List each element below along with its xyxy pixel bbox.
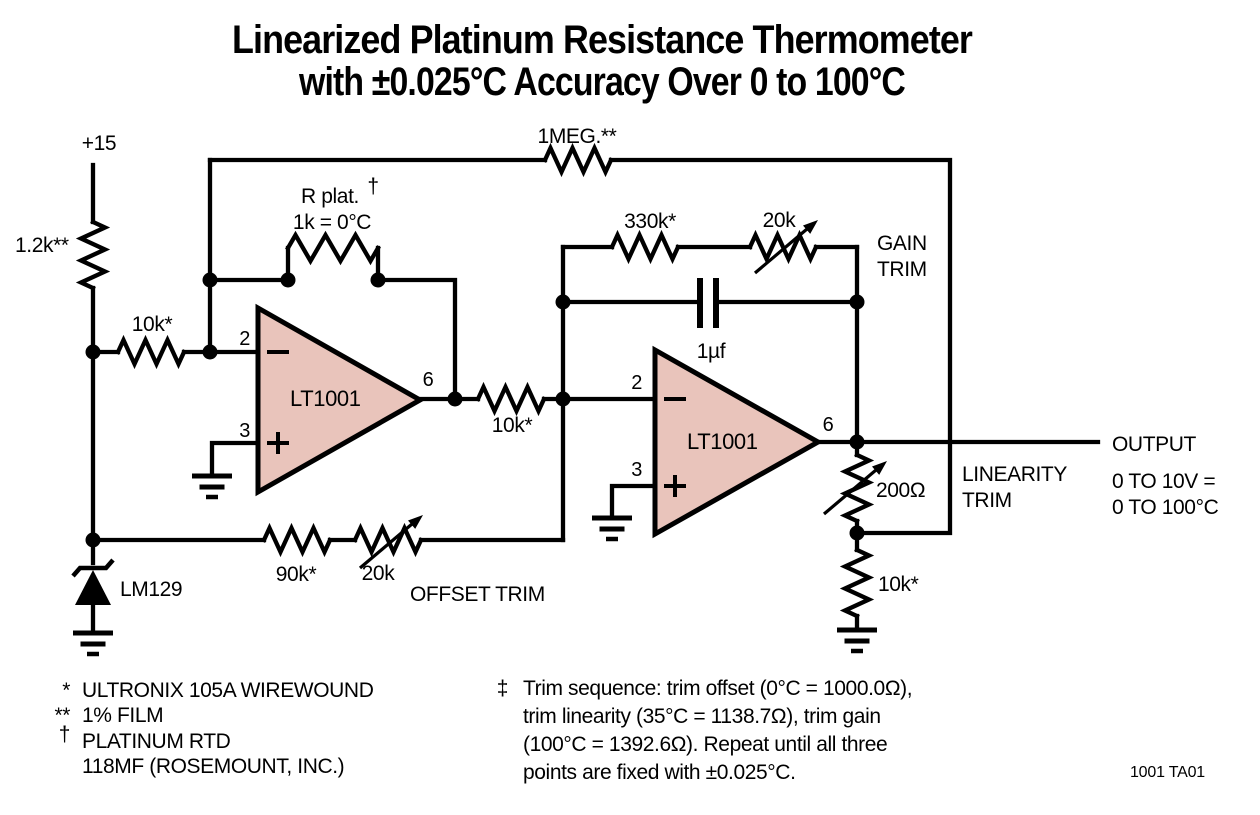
resistor-1meg — [545, 148, 611, 172]
rtd-name-label: R plat. — [301, 185, 359, 208]
note-marker: * — [62, 679, 70, 702]
opamp-a2-signs — [664, 397, 686, 497]
ground-a1-icon — [192, 476, 232, 497]
ground-a2-icon — [592, 518, 632, 539]
junction-dots — [85, 272, 865, 548]
wire-net — [90, 157, 1101, 633]
rtd-dagger-label: † — [367, 175, 378, 198]
title-line2: with ±0.025°C Accuracy Over 0 to 100°C — [298, 60, 905, 104]
trim-note-marker: ‡ — [497, 677, 508, 700]
offset-trim-label: OFFSET TRIM — [410, 583, 545, 606]
top-1meg-wire — [207, 157, 953, 536]
trim-note-line4: points are fixed with ±0.025°C. — [523, 761, 796, 784]
note-text: 118MF (ROSEMOUNT, INC.) — [82, 755, 344, 778]
a2-pin3: 3 — [631, 459, 642, 481]
output-range-label-2: 0 TO 100°C — [1112, 496, 1219, 519]
trim-note-line3: (100°C = 1392.6Ω). Repeat until all thre… — [523, 733, 887, 756]
r-input-label: 10k* — [132, 313, 173, 336]
note-text: 1% FILM — [82, 704, 163, 727]
note-text: PLATINUM RTD — [82, 730, 231, 753]
opamp-a2-triangle — [652, 345, 824, 539]
r-divider-label: 10k* — [878, 573, 919, 596]
ground-zener-icon — [73, 633, 113, 654]
a1-pin2: 2 — [239, 328, 250, 350]
doc-id: 1001 TA01 — [1130, 764, 1205, 781]
notes-left: * ULTRONIX 105A WIREWOUND ** 1% FILM † P… — [54, 679, 374, 778]
resistor-330k — [612, 235, 678, 259]
pot-gain-label: 20k — [763, 209, 797, 232]
cap-label: 1µf — [697, 340, 726, 363]
resistor-10k-interstage — [478, 387, 544, 411]
rtd-platinum-resistor — [288, 235, 378, 261]
rtd-value-label: 1k = 0°C — [293, 211, 371, 234]
output-label: OUTPUT — [1112, 433, 1197, 456]
pot-20k-offset — [355, 528, 421, 552]
opamp-a1-triangle — [255, 303, 426, 497]
trim-note-line2: trim linearity (35°C = 1138.7Ω), trim ga… — [523, 705, 881, 728]
resistor-90k-offset — [264, 528, 330, 552]
capacitor-1uf — [697, 278, 719, 328]
a1-pin3: 3 — [239, 420, 250, 442]
pot-linearity-label: 200Ω — [876, 479, 925, 502]
a2-label: LT1001 — [687, 429, 758, 454]
resistor-10k-input — [118, 340, 184, 364]
r-interstage-label: 10k* — [492, 414, 533, 437]
supply-label: +15 — [82, 132, 116, 155]
note-text: ULTRONIX 105A WIREWOUND — [82, 679, 374, 702]
zener-label: LM129 — [120, 578, 182, 601]
title-line1: Linearized Platinum Resistance Thermomet… — [232, 18, 972, 62]
rtd-branch-wire — [207, 245, 458, 402]
ground-divider-icon — [837, 630, 877, 651]
notes-right: ‡ Trim sequence: trim offset (0°C = 1000… — [497, 677, 913, 784]
r-offset-label: 90k* — [276, 563, 317, 586]
note-marker: ** — [54, 704, 70, 727]
linearity-trim-label-2: TRIM — [962, 489, 1012, 512]
r-bias-label: 1.2k** — [15, 234, 69, 257]
note-marker: † — [59, 723, 70, 746]
resistor-10k-divider — [845, 550, 869, 616]
zener-lm129-icon — [73, 560, 113, 605]
a1-label: LT1001 — [290, 386, 361, 411]
trim-note-line1: Trim sequence: trim offset (0°C = 1000.0… — [523, 677, 912, 700]
gain-trim-label-1: GAIN — [877, 232, 927, 255]
opamp-a1-signs — [267, 350, 289, 454]
offset-pot-arrow-icon — [358, 513, 425, 570]
r-330k-label: 330k* — [624, 210, 676, 233]
a1-gnd-stub-wire — [209, 440, 261, 476]
resistor-1-2k — [81, 222, 105, 288]
a2-pin2: 2 — [631, 372, 642, 394]
r-1meg-label: 1MEG.** — [538, 125, 617, 148]
a2-gnd-stub-wire — [609, 483, 658, 518]
linearity-trim-label-1: LINEARITY — [962, 463, 1067, 486]
pot-20k-gain — [750, 235, 816, 259]
output-range-label-1: 0 TO 10V = — [1112, 470, 1215, 493]
a1-pin6: 6 — [423, 369, 434, 391]
a2-pin6: 6 — [823, 414, 834, 436]
gain-trim-label-2: TRIM — [877, 258, 927, 281]
pot-offset-label: 20k — [362, 562, 396, 585]
